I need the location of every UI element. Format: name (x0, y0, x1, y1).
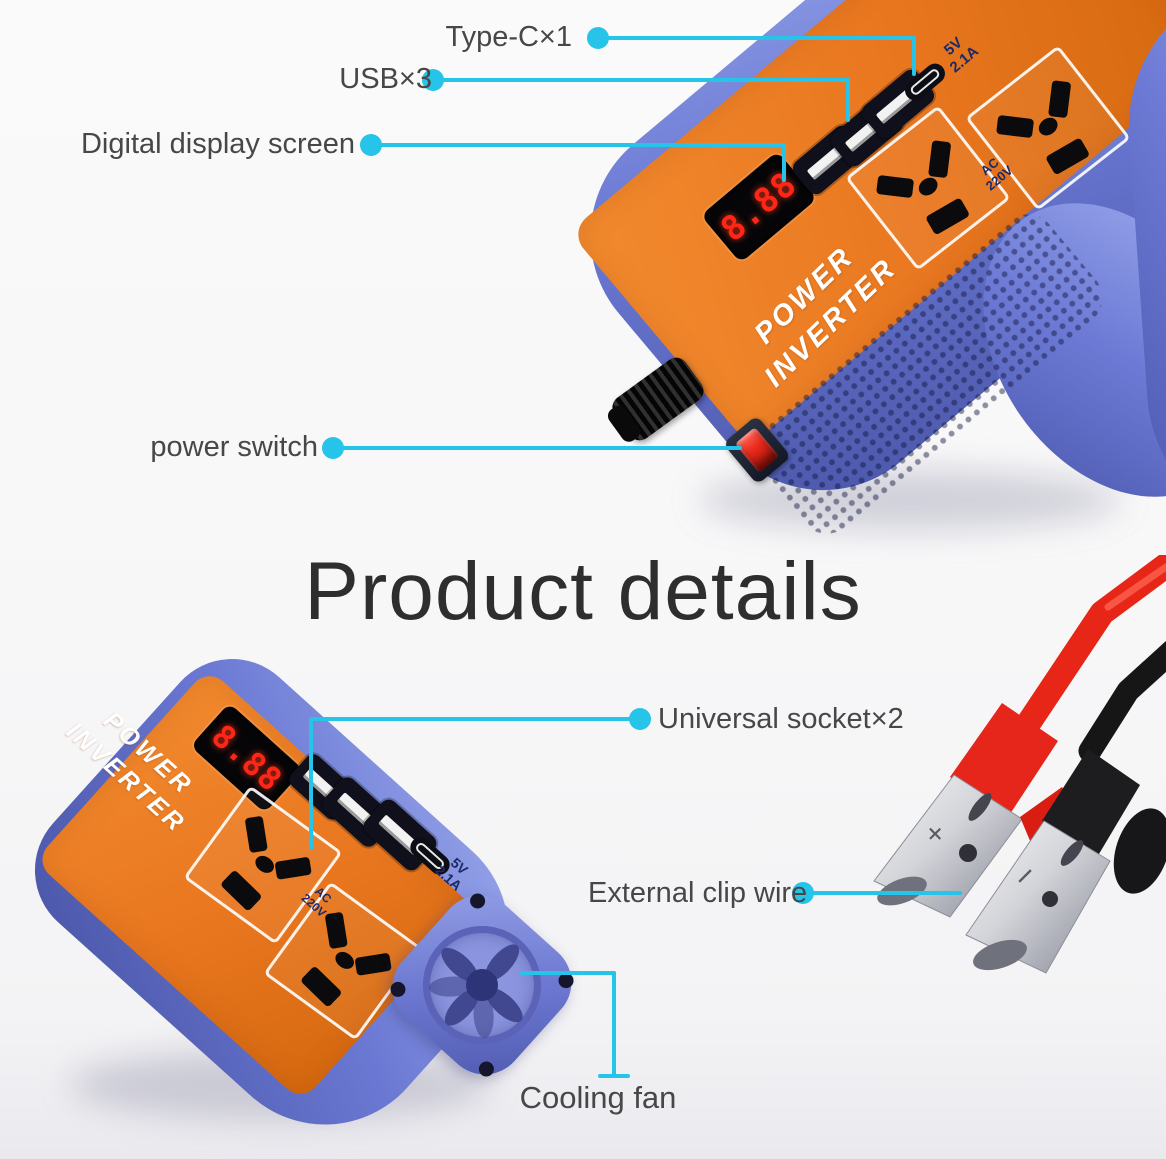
leader-line (803, 891, 962, 895)
jaw-tip-opening (973, 939, 1027, 971)
leader-line (433, 78, 850, 82)
socket-pin (300, 965, 343, 1008)
callout-type-c: Type-C×1 (445, 21, 572, 53)
callout-external-clip: External clip wire (588, 877, 808, 909)
socket-pin (1035, 114, 1061, 139)
socket-pin (928, 140, 952, 179)
socket-pin (924, 197, 971, 236)
callout-cooling-fan: Cooling fan (519, 1080, 677, 1115)
callout-dot (322, 437, 344, 459)
socket-pin (332, 948, 357, 973)
leader-line (846, 78, 850, 122)
socket-pin (244, 815, 268, 853)
jaw-slot (968, 793, 992, 821)
callout-dot (360, 134, 382, 156)
page-title: Product details (304, 546, 862, 637)
leader-line (782, 143, 786, 182)
black-clip-sleeve (1042, 749, 1140, 859)
jaw-rivet (959, 844, 977, 862)
callout-dot (792, 882, 814, 904)
socket-pin (1048, 80, 1072, 119)
callout-power-switch: power switch (150, 431, 318, 463)
socket-pin (1044, 137, 1091, 176)
leader-line (612, 971, 616, 1078)
socket-pin (996, 114, 1035, 138)
black-wire (1078, 641, 1166, 763)
socket-pin (252, 852, 277, 877)
black-clip-handle (1113, 808, 1166, 894)
socket-pin (354, 952, 392, 977)
callout-universal-socket: Universal socket×2 (658, 703, 904, 735)
jaw-slot (1060, 840, 1084, 866)
callout-dot (587, 27, 609, 49)
knob-cap (604, 402, 644, 445)
callout-dot (422, 69, 444, 91)
power-switch-rocker (734, 427, 780, 473)
callout-dot (629, 708, 651, 730)
leader-line (598, 36, 916, 40)
leader-line (520, 971, 616, 975)
callout-display: Digital display screen (80, 128, 355, 160)
jaw-rivet (1042, 891, 1058, 907)
socket-pin (915, 174, 941, 199)
leader-line (912, 36, 916, 76)
red-clip-sleeve (950, 703, 1058, 817)
leader-line (309, 717, 640, 721)
device-shadow (700, 470, 1120, 530)
leader-line (371, 143, 786, 147)
leader-line (598, 1074, 630, 1078)
leader-line (309, 717, 313, 850)
callout-usb: USB×3 (339, 63, 432, 95)
red-wire-highlight (1104, 563, 1166, 611)
leader-line (333, 446, 742, 450)
socket-pin (220, 869, 263, 912)
